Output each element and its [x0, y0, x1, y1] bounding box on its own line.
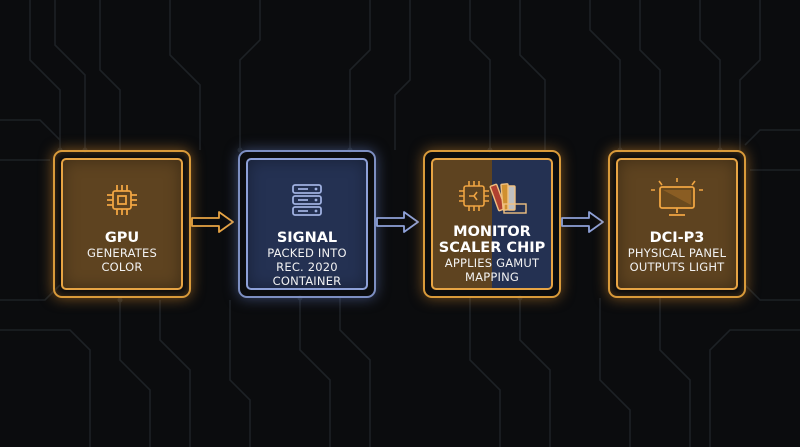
dci-p3-description: PHYSICAL PANEL OUTPUTS LIGHT	[627, 246, 727, 274]
monitor-scaler-description: APPLIES GAMUT MAPPING	[444, 256, 540, 284]
arrow-right-icon	[561, 211, 604, 233]
arrow-right-icon	[191, 211, 234, 233]
server-stack-icon	[292, 184, 322, 216]
gpu-title: GPU	[104, 230, 140, 246]
chip-and-color-swatch-icon	[459, 181, 527, 214]
monitor-scaler-node: MONITOR SCALER CHIP APPLIES GAMUT MAPPIN…	[423, 150, 561, 298]
gpu-description: GENERATES COLOR	[87, 246, 157, 274]
glowing-monitor-icon	[651, 178, 703, 216]
signal-title: SIGNAL	[276, 230, 338, 246]
monitor-scaler-title: MONITOR SCALER CHIP	[438, 224, 546, 256]
arrow-right-icon	[376, 211, 419, 233]
signal-node: SIGNAL PACKED INTO REC. 2020 CONTAINER	[238, 150, 376, 298]
signal-description: PACKED INTO REC. 2020 CONTAINER	[267, 246, 347, 288]
dci-p3-node: DCI-P3 PHYSICAL PANEL OUTPUTS LIGHT	[608, 150, 746, 298]
gpu-node: GPU GENERATES COLOR	[53, 150, 191, 298]
cpu-chip-icon	[107, 185, 137, 215]
dci-p3-title: DCI-P3	[649, 230, 705, 246]
